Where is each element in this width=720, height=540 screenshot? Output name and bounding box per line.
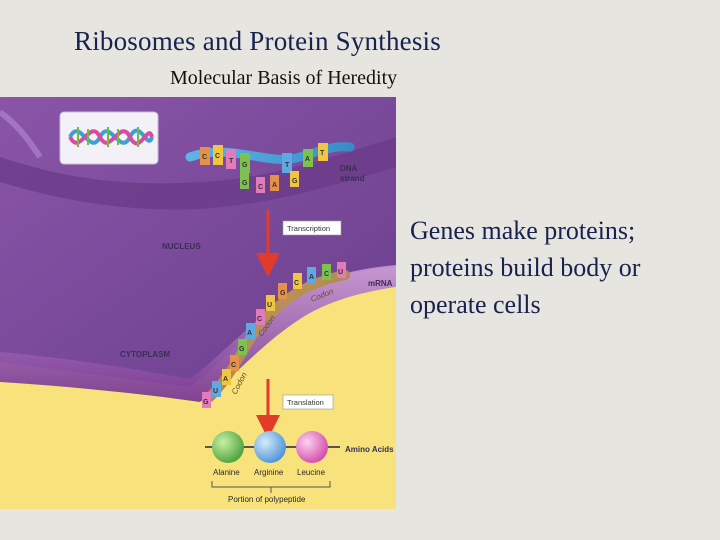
dna-base: G xyxy=(242,180,248,187)
nucleus-label: NUCLEUS xyxy=(162,242,201,251)
dna-base: C xyxy=(258,184,263,191)
mrna-base: G xyxy=(280,290,286,297)
dna-base: C xyxy=(215,153,220,160)
mrna-label: mRNA xyxy=(368,279,393,288)
nucleus-fold xyxy=(0,109,43,159)
mrna-base: G xyxy=(239,346,245,353)
translation-box xyxy=(282,394,334,410)
amino-acid-leucine xyxy=(296,431,328,463)
dna-base: A xyxy=(272,182,277,189)
mrna-base: A xyxy=(309,274,314,281)
amino-acid-alanine xyxy=(212,431,244,463)
mrna-base: A xyxy=(223,376,228,383)
nuclear-membrane xyxy=(0,265,396,402)
dna-base: A xyxy=(305,156,310,163)
mrna-base: C xyxy=(294,280,299,287)
dna-base: T xyxy=(285,162,290,169)
amino-acid-name: Leucine xyxy=(297,468,326,477)
dna-base: T xyxy=(229,158,234,165)
polypeptide-label: Portion of polypeptide xyxy=(228,495,306,504)
dna-base: T xyxy=(320,150,325,157)
transcription-label: Transcription xyxy=(287,224,330,233)
mrna-base: U xyxy=(267,302,272,309)
mrna-base: U xyxy=(338,269,343,276)
nucleus-stripe xyxy=(0,137,396,210)
dna-label-line2: strand xyxy=(340,174,365,183)
translation-label: Translation xyxy=(287,398,324,407)
mrna-base: C xyxy=(324,271,329,278)
amino-acid-name: Alanine xyxy=(213,468,240,477)
slide-subtitle: Molecular Basis of Heredity xyxy=(170,67,398,89)
slide-title: Ribosomes and Protein Synthesis xyxy=(74,26,441,56)
dna-base: C xyxy=(202,154,207,161)
protein-synthesis-diagram: C C T G T A T G C A G DNA strand Transcr… xyxy=(0,97,396,509)
cytoplasm-label: CYTOPLASM xyxy=(120,350,170,359)
bullet-text: Genes make proteins; proteins build body… xyxy=(410,216,641,319)
mrna-base: A xyxy=(247,330,252,337)
amino-acid-arginine xyxy=(254,431,286,463)
mrna-base: G xyxy=(203,399,209,406)
mrna-bases: U C A C G U C A G C A U G xyxy=(202,262,346,408)
mrna-base: U xyxy=(213,388,218,395)
dna-bases-top: C C T G T A T xyxy=(200,143,328,173)
amino-acids-label: Amino Acids xyxy=(345,445,394,454)
dna-bases-bottom: G C A G xyxy=(240,171,299,193)
dna-helix-b xyxy=(68,129,154,146)
dna-label-line1: DNA xyxy=(340,164,358,173)
transcription-box xyxy=(282,220,342,236)
mrna-base: C xyxy=(257,316,262,323)
dna-base: G xyxy=(242,162,248,169)
amino-acid-name: Arginine xyxy=(254,468,284,477)
dna-base: G xyxy=(292,178,298,185)
mrna-base: C xyxy=(231,362,236,369)
